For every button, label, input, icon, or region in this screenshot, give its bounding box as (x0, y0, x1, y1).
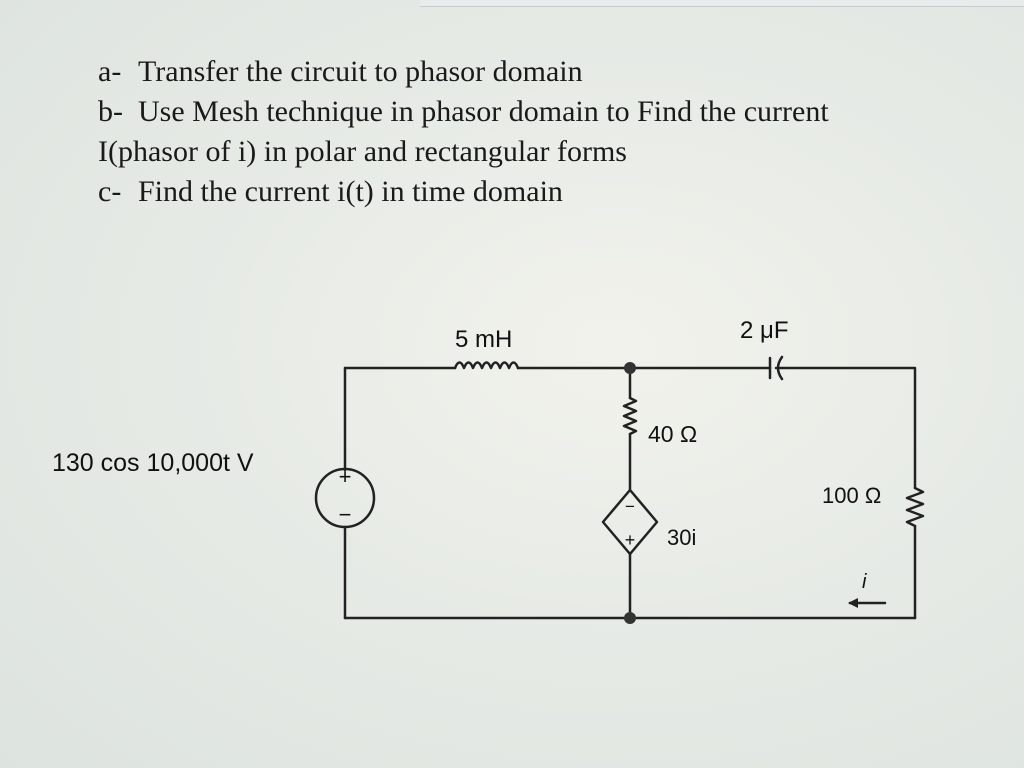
resistor-40-label: 40 Ω (648, 421, 697, 447)
question-c-text: Find the current i(t) in time domain (138, 175, 563, 208)
capacitor-label: 2 μF (740, 317, 789, 344)
question-b-continuation: I(phasor of i) in polar and rectangular … (98, 132, 998, 172)
resistor-40-zigzag (622, 396, 638, 436)
question-a-text: Transfer the circuit to phasor domain (138, 55, 583, 88)
node-top (624, 362, 636, 374)
source-minus-sign: − (339, 502, 352, 527)
question-list: a- Transfer the circuit to phasor domain… (98, 52, 998, 212)
question-b-text: Use Mesh technique in phasor domain to F… (138, 95, 829, 128)
current-arrow-head (848, 598, 858, 608)
resistor-100-zigzag (905, 486, 925, 528)
inductor-coil (453, 361, 520, 370)
voltage-source-circle (314, 467, 376, 529)
monitor-edge (420, 0, 1024, 7)
question-a-mark: a- (98, 55, 122, 88)
dependent-source-label: 30i (667, 525, 696, 550)
question-b-mark: b- (98, 95, 123, 128)
question-c-mark: c- (98, 175, 122, 208)
wire-top-right (774, 366, 917, 490)
dependent-plus-sign: + (625, 530, 636, 550)
source-plus-sign: + (339, 464, 352, 489)
question-b-text-line2: I(phasor of i) in polar and rectangular … (98, 135, 627, 168)
question-b: b- Use Mesh technique in phasor domain t… (98, 92, 998, 132)
dependent-minus-sign: − (625, 497, 635, 516)
inductor-label: 5 mH (455, 326, 512, 353)
node-bottom (624, 612, 636, 624)
voltage-source-label: 130 cos 10,000t V (52, 449, 254, 477)
resistor-100-label: 100 Ω (822, 483, 881, 508)
current-label: i (862, 571, 867, 593)
question-c: c- Find the current i(t) in time domain (98, 172, 998, 212)
question-a: a- Transfer the circuit to phasor domain (98, 52, 998, 92)
